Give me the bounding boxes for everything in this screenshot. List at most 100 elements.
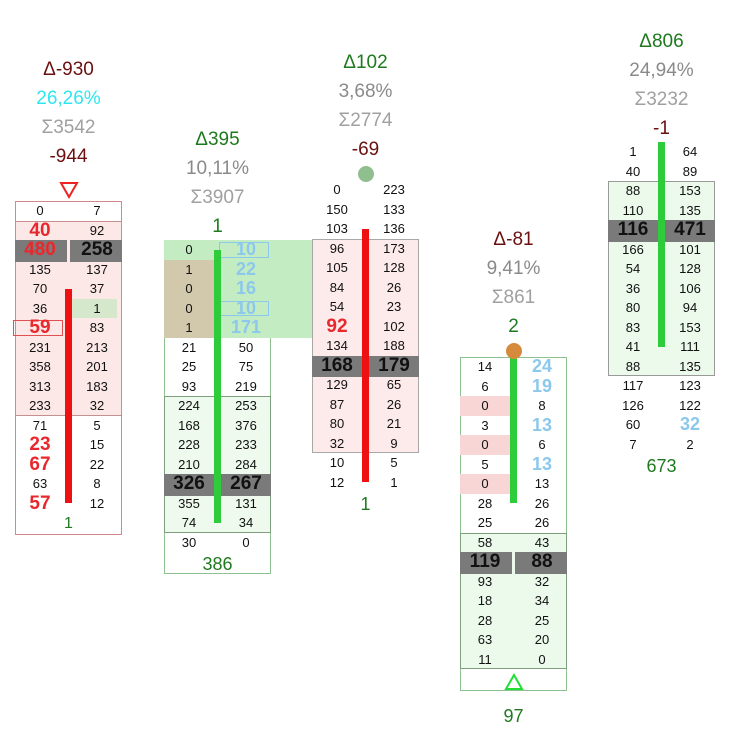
bid-imbalance-cell: [460, 474, 510, 494]
column-delta: Δ395: [195, 129, 240, 150]
ask-value: 6: [538, 437, 546, 452]
table-row: 28 26: [460, 494, 567, 514]
ask-value: 26: [534, 495, 550, 511]
ask-value: 13: [534, 476, 550, 491]
ask-value: 223: [383, 182, 405, 197]
table-row: 36 106: [608, 279, 715, 299]
bid-value: 87: [329, 396, 345, 412]
ask-value: 201: [86, 359, 108, 374]
ask-value: 43: [534, 534, 550, 550]
bid-value: 10: [329, 455, 345, 470]
triangle-down-icon: [58, 181, 79, 204]
bid-value: 40: [29, 219, 51, 241]
column-footer: 97: [503, 706, 524, 726]
ask-value: 37: [89, 281, 105, 296]
bid-value: 83: [625, 319, 641, 335]
bid-value: 150: [326, 201, 348, 217]
bid-value: 36: [625, 280, 641, 296]
bid-value: 12: [329, 474, 345, 490]
bid-value: 5: [481, 456, 489, 472]
column-sum: Σ861: [491, 287, 536, 308]
ask-value: 19: [531, 375, 553, 396]
ask-value: 376: [235, 417, 257, 433]
bid-value: 0: [185, 281, 193, 296]
bid-value: 60: [625, 417, 641, 432]
column-percent: 3,68%: [338, 81, 393, 102]
ask-value: 32: [534, 573, 550, 589]
column-delta-change: 1: [212, 216, 223, 237]
table-row: 92 102: [312, 315, 419, 337]
bid-value: 71: [32, 417, 48, 433]
ask-value: 102: [383, 318, 405, 334]
bid-value: 54: [625, 261, 641, 276]
ask-value: 128: [383, 260, 405, 275]
ask-value: 106: [679, 280, 701, 296]
bid-value: 25: [477, 515, 493, 530]
ask-value: 183: [86, 378, 108, 394]
bid-value: 93: [181, 378, 197, 394]
bid-value: 110: [622, 202, 644, 218]
ask-value: 471: [674, 219, 706, 240]
ask-value: 25: [534, 612, 550, 628]
bid-value: 30: [181, 534, 197, 550]
column-delta-change: -69: [351, 139, 380, 160]
column-delta-change: -1: [653, 118, 670, 139]
poc-cell: [15, 240, 67, 262]
ask-value: 23: [386, 299, 402, 314]
bid-value: 28: [477, 495, 493, 511]
bid-value: 84: [329, 279, 345, 295]
bid-value: 103: [326, 221, 348, 236]
bid-value: 0: [36, 203, 44, 218]
bid-value: 210: [178, 456, 200, 472]
ask-value: 65: [386, 377, 402, 392]
bid-zone: [164, 259, 214, 338]
ask-value: 213: [86, 339, 108, 355]
poc-cell: [70, 240, 122, 262]
ask-value: 153: [679, 183, 701, 198]
bid-value: 80: [625, 300, 641, 315]
bid-value: 70: [32, 281, 48, 296]
column-delta: Δ-930: [43, 59, 94, 80]
ask-highlight-cell: [70, 298, 117, 318]
bid-value: 21: [181, 339, 197, 355]
bid-value: 126: [622, 397, 644, 413]
bid-value: 88: [625, 183, 641, 198]
ask-value: 267: [230, 473, 262, 494]
bid-value: 355: [178, 495, 200, 511]
column-percent: 26,26%: [36, 88, 101, 109]
ask-value: 171: [230, 317, 262, 337]
bid-value: 117: [622, 378, 644, 393]
bid-value: 231: [29, 339, 51, 355]
bid-value: 11: [478, 651, 492, 667]
bid-value: 105: [326, 260, 348, 275]
bid-value: 92: [326, 315, 348, 337]
ask-value: 89: [682, 163, 698, 179]
ask-value: 137: [86, 261, 108, 277]
poc-cell: [608, 220, 660, 242]
ask-value: 0: [242, 534, 250, 550]
